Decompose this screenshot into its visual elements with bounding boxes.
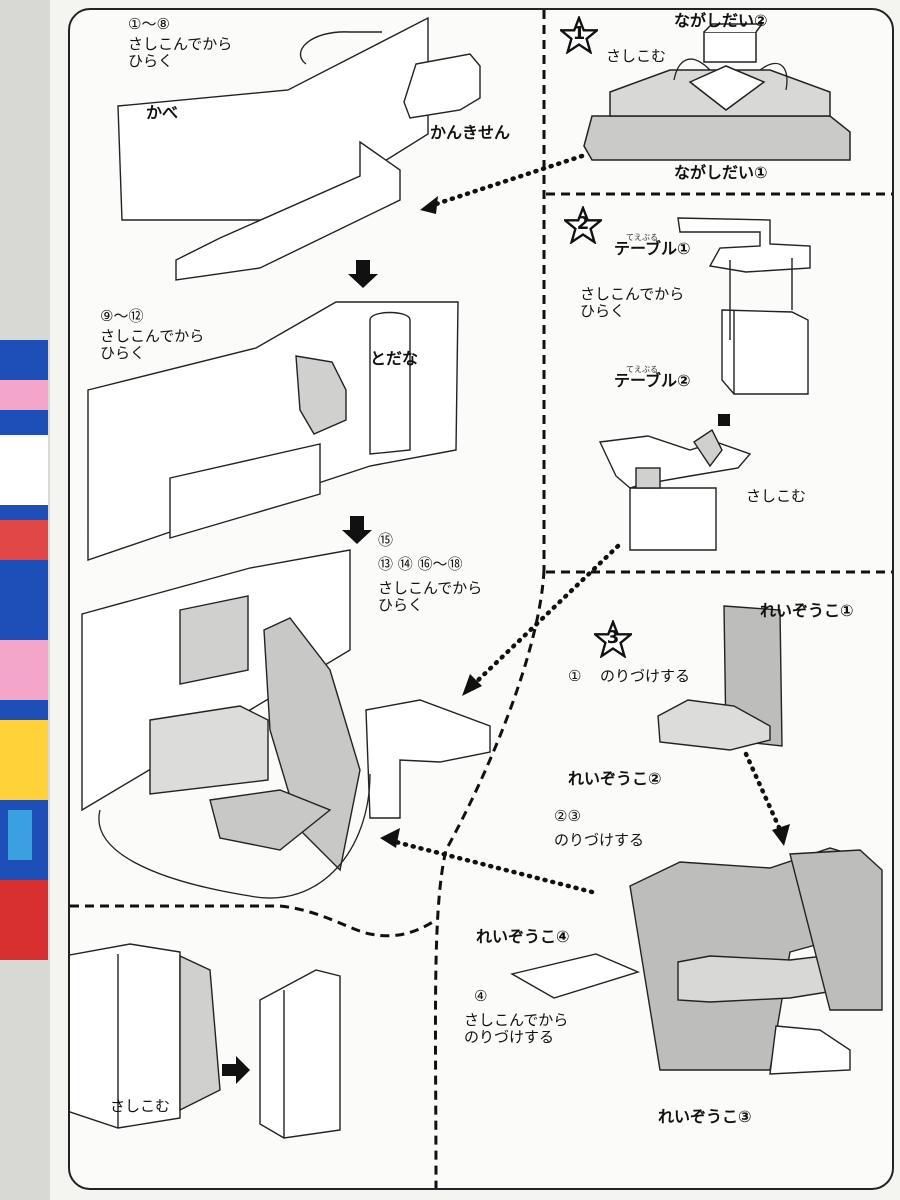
mark-15: ⑮: [378, 531, 394, 549]
insert-open-instruction-b: さしこんでから ひらく: [100, 327, 205, 363]
step-1-number: 1: [572, 23, 586, 44]
step-2-badge: 2: [561, 204, 605, 245]
fridge-illustration: [510, 605, 883, 1075]
wall-illustration-b: [87, 301, 459, 561]
fridge-part-2-label: れいぞうこ②: [568, 769, 662, 788]
table-2-ruby: てえぶる: [626, 365, 658, 374]
lower-left-divider: [70, 904, 437, 938]
table-part-2-label: テーブル②: [614, 371, 691, 390]
fridge-part-3-label: れいぞうこ③: [658, 1107, 752, 1126]
star-badge-icon: [591, 618, 635, 659]
wall-label: かべ: [146, 103, 179, 122]
book-spine: [0, 0, 52, 1200]
fridge-part-4-label: れいぞうこ④: [476, 927, 570, 946]
sink-part-1-label: ながしだい①: [674, 163, 768, 182]
down-arrow-icon: [342, 260, 378, 544]
fridge-final-illustration: [70, 943, 341, 1139]
star-badge-icon: [557, 14, 601, 55]
wall-illustration-a: [117, 16, 481, 281]
step-3-badge: 3: [591, 618, 635, 659]
insert-glue-instruction-4: さしこんでから のりづけする: [464, 1011, 569, 1047]
table-1-ruby: てえぶる: [626, 233, 658, 242]
sink-part-2-label: ながしだい②: [674, 11, 768, 30]
right-arrow-icon: [222, 1056, 250, 1084]
cabinet-label: とだな: [370, 349, 419, 368]
insert-label-final: さしこむ: [110, 1097, 171, 1115]
fridge-part-1-label: れいぞうこ①: [760, 601, 854, 620]
vent-fan-label: かんきせん: [430, 123, 511, 142]
insert-open-instruction-c: さしこんでから ひらく: [378, 579, 483, 615]
vertical-divider-lower: [433, 569, 546, 1188]
insert-open-instruction-a: さしこんでから ひらく: [128, 35, 233, 71]
step-1-badge: 1: [557, 14, 601, 55]
kitchen-illustration-c: [81, 549, 491, 872]
step-3-number: 3: [606, 627, 620, 648]
range-13-18: ⑬ ⑭ ⑯～⑱: [378, 555, 463, 573]
sink-illustration: [583, 23, 851, 161]
range-9-12: ⑨～⑫: [100, 307, 144, 325]
step-2-number: 2: [576, 213, 590, 234]
star-badge-icon: [561, 204, 605, 245]
glue-mark-1: ①: [568, 667, 582, 685]
dotted-arrow-icon: [380, 153, 790, 895]
instruction-page: 1 2 3 ながしだい② さしこむ ながしだい① てえぶる テーブル① さしこん…: [68, 8, 894, 1190]
range-1-8: ①～⑧: [128, 15, 170, 33]
insert-label-step2: さしこむ: [746, 487, 807, 505]
glue-instruction-2-3: のりづけする: [554, 831, 645, 849]
glue-marks-2-3: ②③: [554, 807, 581, 825]
insert-label-step1: さしこむ: [606, 47, 667, 65]
assembly-illustrations: [70, 10, 892, 1188]
glue-instruction-1: のりづけする: [600, 667, 691, 685]
insert-mark-4: ④: [474, 987, 488, 1005]
table-part-1-label: テーブル①: [614, 239, 691, 258]
spine-artwork: [0, 340, 48, 960]
table-illustration: [598, 217, 811, 551]
insert-open-instruction-step2: さしこんでから ひらく: [580, 285, 685, 321]
